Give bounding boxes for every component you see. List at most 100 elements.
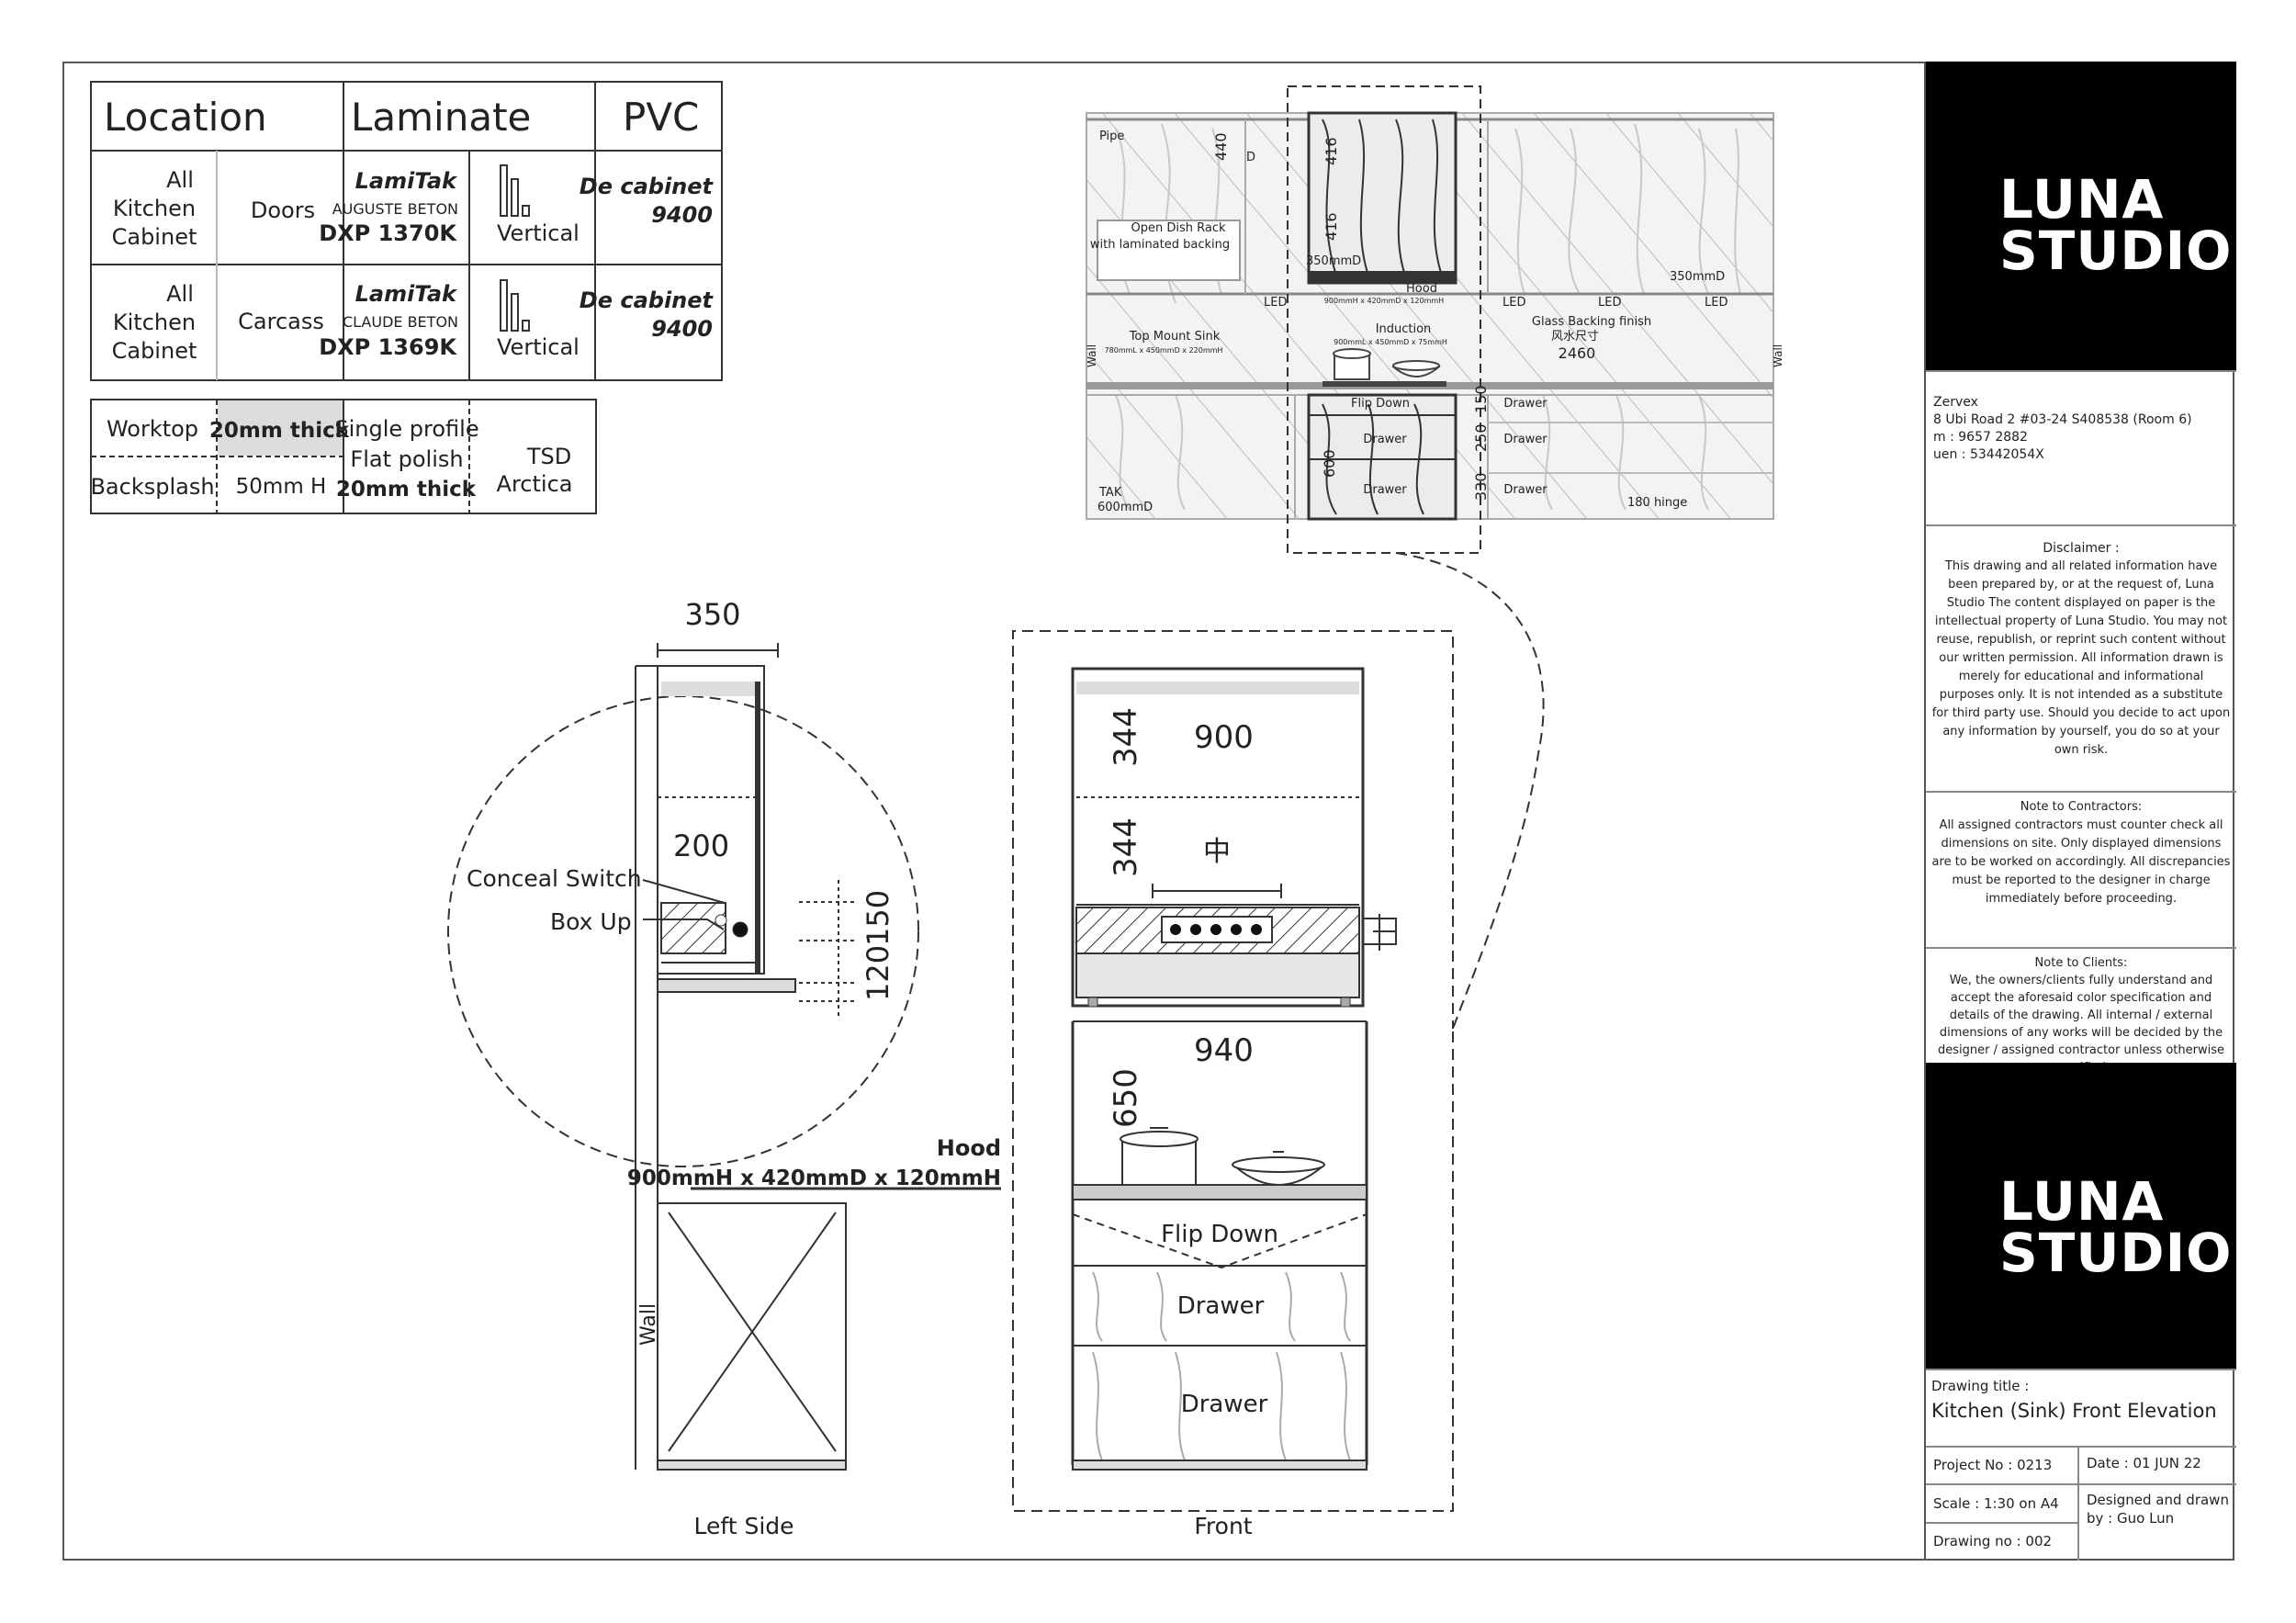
label-350d-b: 350mmD xyxy=(1670,270,1725,284)
label-d: D xyxy=(1246,151,1255,164)
dim-120: 120 xyxy=(861,945,895,1001)
label-350d-a: 350mmD xyxy=(1306,254,1361,268)
label-flip-down-front: Flip Down xyxy=(1161,1221,1278,1248)
dim-416a: 416 xyxy=(1322,137,1340,165)
backsplash-label: Backsplash xyxy=(90,474,214,500)
label-fengshui: 风水尺寸 xyxy=(1551,330,1599,344)
disclaimer-text: This drawing and all related information… xyxy=(1931,559,2231,757)
grain-vertical-icon xyxy=(500,164,530,217)
label-wall-left: Wall xyxy=(1086,344,1098,367)
label-induction: Induction xyxy=(1376,322,1432,336)
label-sink-dims: 780mmL x 450mmD x 220mmH xyxy=(1105,346,1223,355)
date: Date : 01 JUN 22 xyxy=(2087,1455,2201,1471)
client-address: 8 Ubi Road 2 #03-24 S408538 (Room 6) xyxy=(1933,412,2192,427)
label-drawer-2: Drawer xyxy=(1363,483,1407,497)
label-led-1: LED xyxy=(1264,296,1287,310)
label-induction-dims: 900mmL x 450mmD x 75mmH xyxy=(1334,338,1447,346)
disclaimer-title: Disclaimer : xyxy=(2043,541,2120,556)
row1-code: DXP 1370K xyxy=(319,220,457,246)
label-hood-dims: 900mmH x 420mmD x 120mmH xyxy=(1324,297,1444,305)
callout-arc xyxy=(1395,552,1545,1030)
label-drawer-5: Drawer xyxy=(1503,483,1548,497)
clients-text: We, the owners/clients fully understand … xyxy=(1938,974,2224,1075)
worktop-table xyxy=(90,399,597,514)
header-laminate: Laminate xyxy=(351,95,531,140)
label-drawer-4: Drawer xyxy=(1503,433,1548,446)
label-sink: Top Mount Sink xyxy=(1129,330,1221,344)
dim-900: 900 xyxy=(1194,719,1254,756)
label-drawer-front-1: Drawer xyxy=(1177,1292,1265,1320)
label-conceal-switch: Conceal Switch xyxy=(467,865,642,892)
label-flip-down: Flip Down xyxy=(1351,397,1410,411)
label-zhong: 中 xyxy=(1203,836,1231,868)
client-uen: uen : 53442054X xyxy=(1933,447,2044,462)
dim-940: 940 xyxy=(1194,1032,1254,1069)
label-drawer-3: Drawer xyxy=(1503,397,1548,411)
header-pvc: PVC xyxy=(623,95,699,140)
label-glass: Glass Backing finish xyxy=(1532,315,1651,329)
drawing-title: Kitchen (Sink) Front Elevation xyxy=(1931,1400,2217,1422)
dim-650: 650 xyxy=(1108,1068,1144,1128)
label-hood: Hood xyxy=(1406,282,1437,296)
clients-title: Note to Clients: xyxy=(2034,956,2128,970)
clients-section: Note to Clients: We, the owners/clients … xyxy=(1926,947,2236,1075)
label-drawer-front-2: Drawer xyxy=(1181,1391,1268,1418)
drawing-title-section: Drawing title : Kitchen (Sink) Front Ele… xyxy=(1926,1369,2236,1499)
dim-250-top: 250 xyxy=(1472,423,1490,452)
client-name: Zervex xyxy=(1933,395,1978,410)
hood-dims: 900mmH x 420mmD x 120mmH xyxy=(627,1167,1001,1190)
drawing-no: Drawing no : 002 xyxy=(1933,1533,2053,1550)
label-tak: TAK xyxy=(1098,486,1122,500)
dim-350: 350 xyxy=(684,597,740,632)
dim-330-top: 330 xyxy=(1472,472,1490,501)
project-no: Project No : 0213 xyxy=(1933,1457,2053,1473)
row1-grain: Vertical xyxy=(497,220,580,246)
label-led-4: LED xyxy=(1705,296,1728,310)
contractors-section: Note to Contractors: All assigned contra… xyxy=(1926,791,2236,910)
row2-brand: LamiTak xyxy=(355,281,458,307)
contractors-text: All assigned contractors must counter ch… xyxy=(1931,818,2231,906)
profile-thickness: 20mm thick xyxy=(336,478,477,502)
label-box-up: Box Up xyxy=(550,908,632,935)
label-led-2: LED xyxy=(1503,296,1525,310)
induction-knobs xyxy=(1170,924,1262,935)
left-side-section xyxy=(447,643,919,1471)
label-pipe: Pipe xyxy=(1099,130,1124,143)
backsplash-height: 50mm H xyxy=(236,475,327,499)
meta-divider xyxy=(1926,1483,2236,1485)
scale: Scale : 1:30 on A4 xyxy=(1933,1495,2059,1512)
row1-brand: LamiTak xyxy=(355,168,458,194)
dim-150: 150 xyxy=(861,890,895,946)
contractors-title: Note to Contractors: xyxy=(2020,800,2143,814)
label-600d: 600mmD xyxy=(1097,501,1153,514)
label-wall-right: Wall xyxy=(1772,344,1784,367)
disclaimer-section: Disclaimer : This drawing and all relate… xyxy=(1926,524,2236,757)
meta-divider xyxy=(1926,1446,2236,1448)
meta-divider xyxy=(2077,1446,2079,1561)
front-section xyxy=(691,630,1454,1512)
kitchen-elevation xyxy=(1086,85,1774,554)
label-2460: 2460 xyxy=(1559,344,1596,362)
dim-344a: 344 xyxy=(1108,707,1144,767)
dim-440: 440 xyxy=(1212,132,1230,161)
row1-finish: AUGUSTE BETON xyxy=(332,200,458,218)
header-location: Location xyxy=(104,95,267,140)
dim-600-top: 600 xyxy=(1321,449,1338,478)
dim-344b: 344 xyxy=(1108,817,1144,877)
row1-part: Doors xyxy=(251,197,315,223)
caption-left-side: Left Side xyxy=(693,1513,793,1539)
drawing-title-label: Drawing title : xyxy=(1931,1378,2030,1394)
dim-416b: 416 xyxy=(1322,212,1340,241)
row2-finish: CLAUDE BETON xyxy=(343,313,458,331)
row2-part: Carcass xyxy=(238,309,324,334)
label-hinge: 180 hinge xyxy=(1627,496,1687,510)
